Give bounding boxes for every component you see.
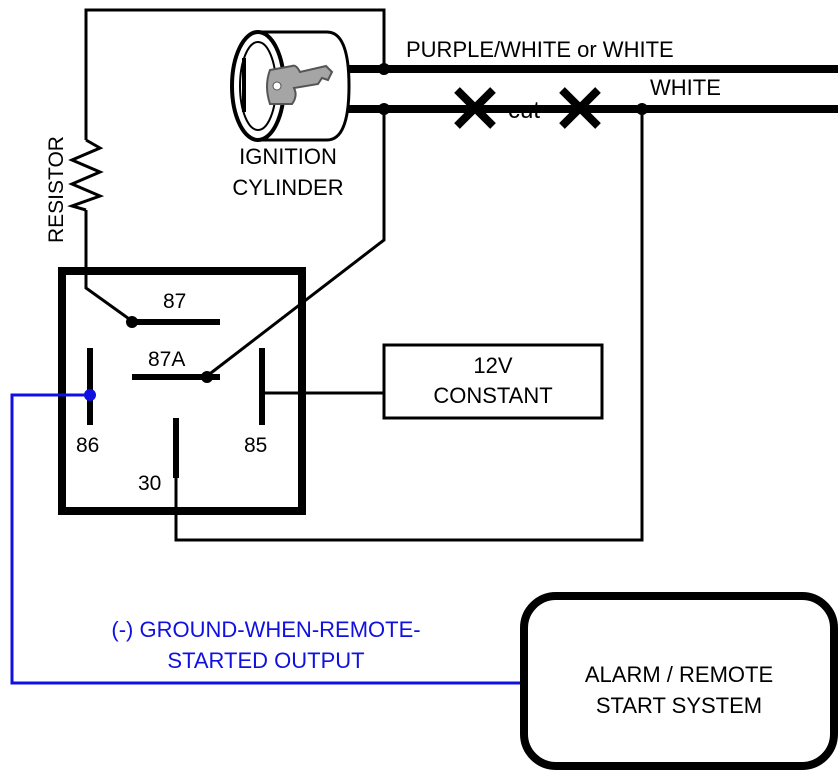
resistor-loop-wire	[84, 8, 386, 140]
ignition-label-line1: IGNITION	[239, 144, 337, 169]
constant-line2: CONSTANT	[433, 383, 552, 408]
junction-dot	[126, 316, 138, 328]
white-label: WHITE	[650, 75, 721, 100]
pin-85-label: 85	[244, 434, 267, 457]
junction-dot	[84, 389, 96, 401]
junction-dot	[378, 103, 390, 115]
key-icon	[266, 64, 334, 105]
cut-x-mark-left	[454, 87, 496, 129]
constant-line1: 12V	[473, 353, 512, 378]
pin-86-label: 86	[76, 434, 99, 457]
purple-white-label: PURPLE/WHITE or WHITE	[406, 37, 674, 62]
junction-dot	[201, 371, 213, 383]
ignition-to-87a-wire	[206, 109, 386, 378]
junction-dot	[378, 63, 390, 75]
ground-output-line1: (-) GROUND-WHEN-REMOTE-	[111, 617, 420, 642]
junction-dot	[636, 103, 648, 115]
cut-x-mark-right	[559, 87, 601, 129]
pin-87-label: 87	[163, 290, 186, 313]
pin-87a-label: 87A	[148, 348, 185, 371]
ground-output-wire	[10, 393, 524, 685]
alarm-remote-start-box	[520, 592, 838, 770]
ignition-label-line2: CYLINDER	[232, 175, 343, 200]
resistor-symbol	[67, 138, 105, 212]
alarm-line2: START SYSTEM	[596, 693, 762, 718]
ground-output-line2: STARTED OUTPUT	[167, 648, 364, 673]
ignition-cylinder-icon	[230, 30, 351, 142]
pin30-to-white-wire	[174, 109, 644, 542]
resistor-label: RESISTOR	[45, 136, 68, 243]
alarm-line1: ALARM / REMOTE	[585, 662, 773, 687]
cut-label: cut	[508, 97, 540, 124]
constant-box	[382, 343, 604, 420]
pin-30-label: 30	[138, 472, 161, 495]
resistor-to-87-wire	[84, 210, 133, 323]
relay-box	[58, 267, 306, 515]
